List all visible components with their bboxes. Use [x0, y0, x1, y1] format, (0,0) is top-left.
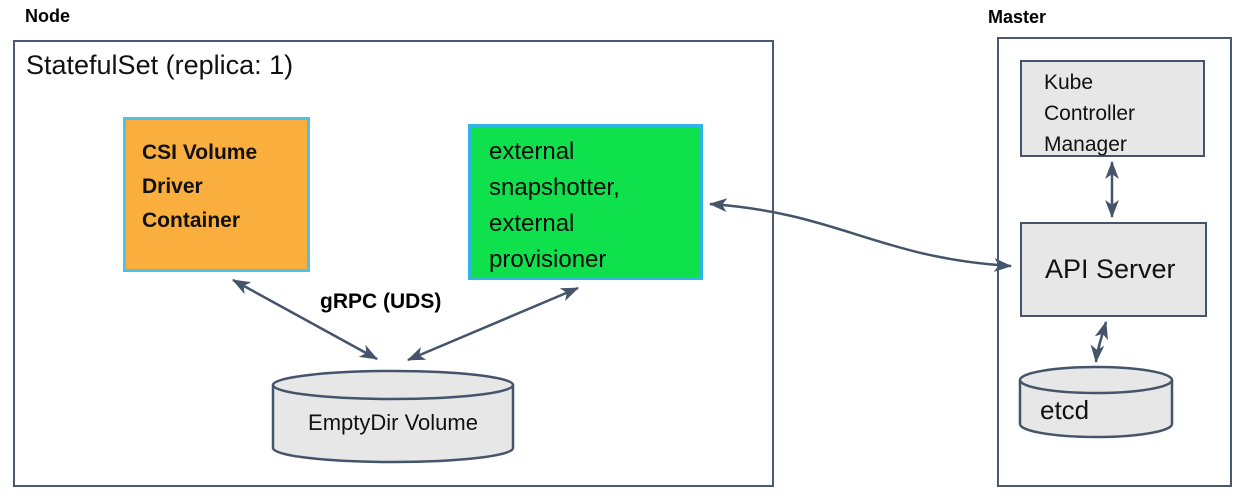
- kube-controller-manager-label: Kube Controller Manager: [1044, 71, 1136, 156]
- node-region-box: [13, 40, 774, 487]
- grpc-uds-label: gRPC (UDS): [320, 290, 442, 313]
- grpc-arrow-csi: [232, 278, 378, 361]
- emptydir-cylinder: [271, 369, 515, 464]
- master-region-box: [997, 37, 1232, 487]
- statefulset-label: StatefulSet (replica: 1): [26, 50, 294, 80]
- apiserver-etcd-arrow: [1090, 320, 1108, 364]
- api-server-label: API Server: [1045, 254, 1176, 284]
- etcd-label: etcd: [1040, 395, 1090, 425]
- csi-volume-driver-container-label: CSI Volume Driver Container: [142, 141, 258, 232]
- csi-volume-driver-container-box: CSI Volume Driver Container: [123, 117, 310, 272]
- etcd-cylinder: [1018, 365, 1174, 439]
- node-region-label: Node: [25, 6, 70, 26]
- external-snapshotter-provisioner-box: external snapshotter, external provision…: [468, 124, 703, 280]
- grpc-arrow-snapshotter: [407, 286, 579, 362]
- emptydir-volume-label: EmptyDir Volume: [308, 410, 478, 435]
- kube-controller-manager-box: Kube Controller Manager: [1020, 60, 1205, 157]
- api-server-box: API Server: [1020, 222, 1207, 317]
- master-region-label: Master: [988, 7, 1047, 27]
- external-snapshotter-provisioner-label: external snapshotter, external provision…: [489, 138, 620, 273]
- snapshotter-apiserver-arrow: [708, 198, 1013, 272]
